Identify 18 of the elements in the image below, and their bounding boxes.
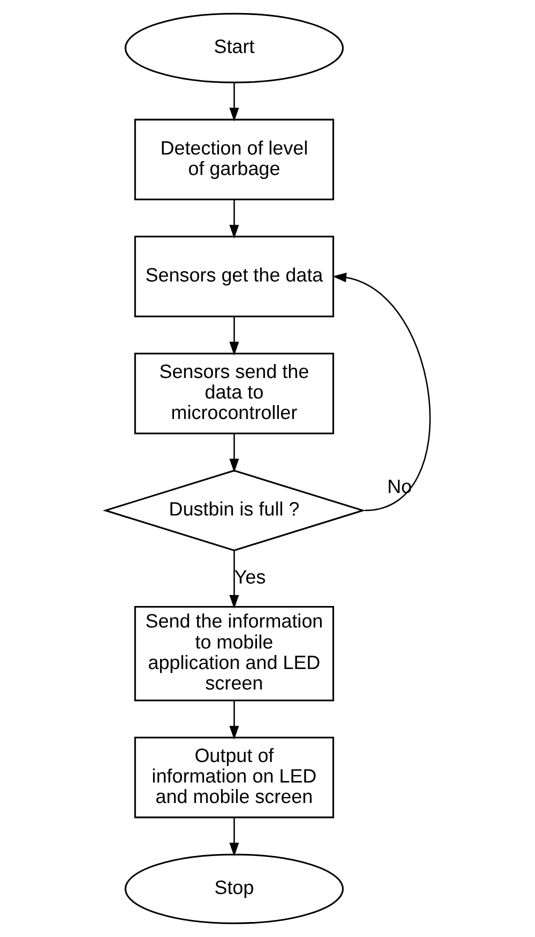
arrow <box>228 82 238 122</box>
node-box: Sensors send the data to microcontroller <box>134 352 334 434</box>
node-diamond: Dustbin is full ? <box>102 470 366 552</box>
arrow <box>228 550 238 609</box>
arrow <box>228 700 238 740</box>
edge-label: Yes <box>234 568 266 589</box>
arrow <box>228 316 238 356</box>
node-ellipse: Stop <box>124 854 344 924</box>
edge-label: No <box>386 477 412 498</box>
node-box: Output of information on LED and mobile screen <box>134 736 334 818</box>
node-box: Send the information to mobile application and LED screen <box>134 606 334 702</box>
arrow <box>228 434 238 473</box>
arrow <box>332 272 430 512</box>
arrow <box>228 817 238 857</box>
node-ellipse: Start <box>124 12 344 84</box>
node-box: Detection of level of garbage <box>134 118 334 200</box>
node-box: Sensors get the data <box>134 236 334 318</box>
arrow <box>228 200 238 239</box>
